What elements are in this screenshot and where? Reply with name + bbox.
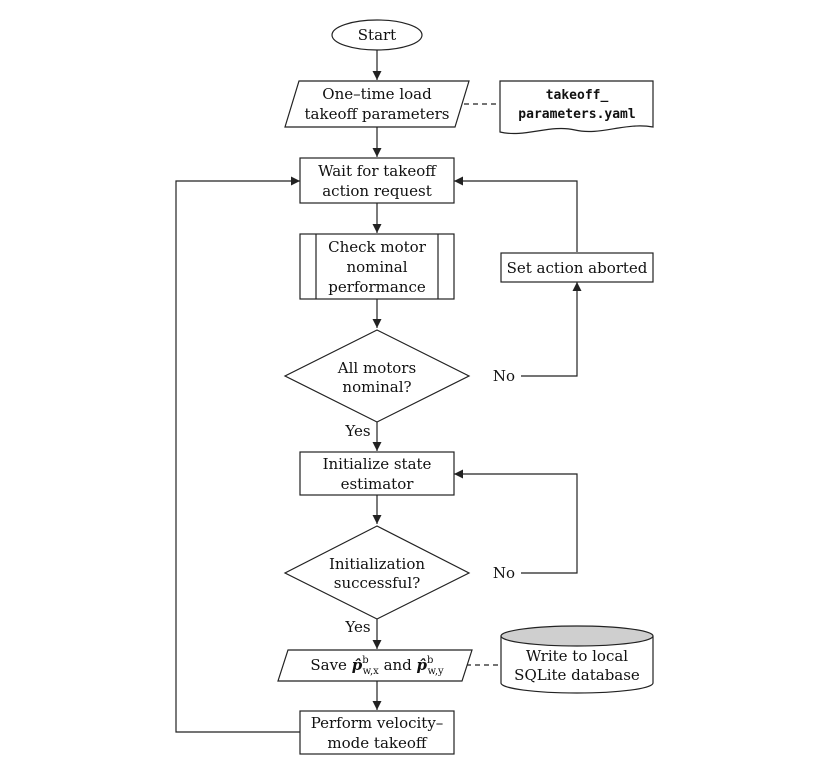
edge-label-motors-no: No [493,367,515,385]
init-line2: estimator [341,475,415,493]
params-file-line1: takeoff_ [546,88,609,103]
arrow-init-no-loop [454,469,578,574]
start-node: Start [331,19,423,51]
check-line2: nominal [346,258,407,276]
params-file-line2: parameters.yaml [518,107,635,122]
connectors [175,50,582,733]
sqlite-line2: SQLite database [514,666,640,684]
check-line3: performance [328,278,426,296]
edge-label-motors-yes: Yes [344,422,370,440]
set-aborted-label: Set action aborted [507,259,648,277]
sqlite-line1: Write to local [526,647,628,665]
wait-request-node: Wait for takeoff action request [299,157,455,204]
check-motor-node: Check motor nominal performance [299,233,455,300]
wait-line2: action request [322,182,432,200]
all-motors-line2: nominal? [342,378,411,396]
load-params-line1: One–time load [322,85,432,103]
arrow-aborted-to-wait [454,176,578,252]
sqlite-database-node: Write to local SQLite database [500,625,654,694]
init-line1: Initialize state [323,455,432,473]
perform-takeoff-node: Perform velocity– mode takeoff [299,710,455,755]
check-line1: Check motor [328,238,427,256]
init-success-line2: successful? [334,574,420,592]
start-label: Start [358,26,396,44]
arrow-no-to-aborted [521,282,582,377]
parameters-file-node: takeoff_ parameters.yaml [499,80,654,135]
all-motors-decision: All motors nominal? [283,329,471,423]
perform-line2: mode takeoff [327,734,427,752]
edge-label-init-yes: Yes [344,618,370,636]
perform-line1: Perform velocity– [311,714,444,732]
init-success-decision: Initialization successful? [283,525,471,620]
load-params-line2: takeoff parameters [305,105,450,123]
set-aborted-node: Set action aborted [500,252,654,283]
init-success-line1: Initialization [329,555,425,573]
init-estimator-node: Initialize state estimator [299,451,455,496]
edge-label-init-no: No [493,564,515,582]
load-parameters-node: One–time load takeoff parameters [284,80,470,128]
arrow-takeoff-loop [175,176,300,733]
wait-line1: Wait for takeoff [318,162,437,180]
all-motors-line1: All motors [337,359,416,377]
